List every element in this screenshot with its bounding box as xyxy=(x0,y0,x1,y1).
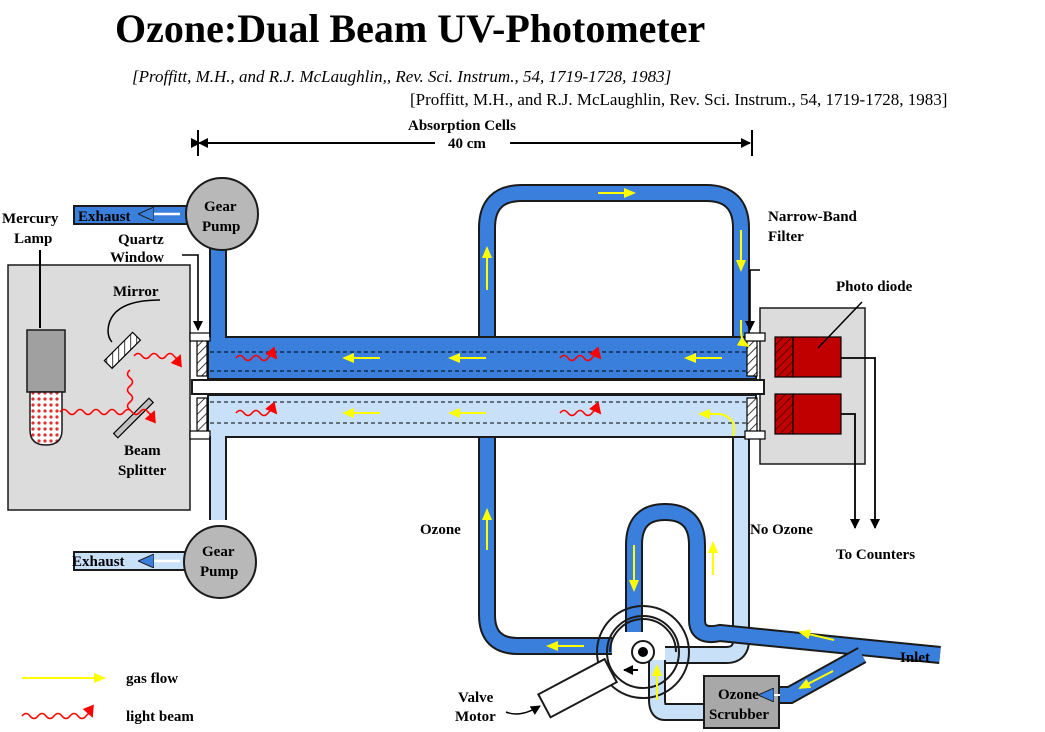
absorption-cell-bottom xyxy=(207,394,757,438)
scrubber-outlet xyxy=(648,660,704,721)
ozone-return xyxy=(478,420,612,655)
cell-light-beams xyxy=(235,346,602,417)
gear-top-label-1: Gear xyxy=(204,199,237,215)
legend: gas flow light beam xyxy=(21,671,194,725)
diode-bottom xyxy=(792,393,842,435)
mirror-label: Mirror xyxy=(113,284,159,300)
inlet-label: Inlet xyxy=(900,650,930,666)
center-divider xyxy=(191,379,765,395)
beam-splitter xyxy=(112,397,155,439)
narrow-band-label: Narrow-Band xyxy=(768,209,858,225)
quartz-label: Quartz xyxy=(118,232,164,248)
mercury-label: Mercury xyxy=(2,211,59,227)
to-counters-label: To Counters xyxy=(836,547,915,563)
gear-top-label-2: Pump xyxy=(202,219,240,235)
light-beams xyxy=(59,352,182,424)
mirror xyxy=(103,299,161,370)
title: Ozone:Dual Beam UV-Photometer xyxy=(115,6,705,51)
no-ozone-label: No Ozone xyxy=(750,522,813,538)
exhaust-top-label: Exhaust xyxy=(78,209,131,225)
diode-bottom-filter xyxy=(774,393,794,435)
gear-bottom-label-2: Pump xyxy=(200,564,238,580)
diode-top-filter xyxy=(774,336,794,378)
beam-label: Beam xyxy=(124,443,161,459)
gear-pump-bottom xyxy=(183,525,257,599)
dimension-line xyxy=(191,130,753,156)
gear-bottom-label-1: Gear xyxy=(202,544,235,560)
quartz-window-top xyxy=(196,339,208,377)
lamp-label: Lamp xyxy=(14,231,52,247)
legend-light-beam: light beam xyxy=(126,709,194,725)
counter-leads xyxy=(841,357,880,529)
valve-label: Valve xyxy=(458,690,494,706)
filter-label: Filter xyxy=(768,229,804,245)
no-ozone-loop xyxy=(665,420,750,664)
scrubber-label-2: Scrubber xyxy=(709,707,769,723)
lamp-bulb xyxy=(29,391,63,446)
mercury-lamp xyxy=(26,329,66,393)
quartz-window-bottom xyxy=(196,397,208,435)
motor-label: Motor xyxy=(455,709,496,725)
photo-diode-label: Photo diode xyxy=(836,279,913,295)
pointer-lines xyxy=(182,254,760,331)
valve-motor xyxy=(505,657,619,719)
length-label: 40 cm xyxy=(448,136,486,152)
diode-top xyxy=(792,336,842,378)
ozone-scrubber xyxy=(703,675,780,729)
ozone-loop xyxy=(478,184,750,342)
ozone-label: Ozone xyxy=(420,522,461,538)
citation-plain: [Proffitt, M.H., and R.J. McLaughlin, Re… xyxy=(410,90,947,109)
filter-bottom xyxy=(746,397,758,435)
inlet-loop xyxy=(625,502,941,704)
legend-gas-flow: gas flow xyxy=(126,671,178,687)
absorption-cells-label: Absorption Cells xyxy=(408,118,516,134)
valve xyxy=(596,605,690,699)
exhaust-bottom-label: Exhaust xyxy=(72,554,125,570)
splitter-label: Splitter xyxy=(118,463,167,479)
gas-flow-arrows xyxy=(342,188,835,700)
filter-top xyxy=(746,339,758,377)
gear-pump-top xyxy=(185,177,259,251)
window-label: Window xyxy=(110,250,164,266)
scrubber-label-1: Ozone xyxy=(718,687,759,703)
citation-italic: [Proffitt, M.H., and R.J. McLaughlin,, R… xyxy=(132,67,671,86)
photodiode-housing xyxy=(759,307,866,465)
